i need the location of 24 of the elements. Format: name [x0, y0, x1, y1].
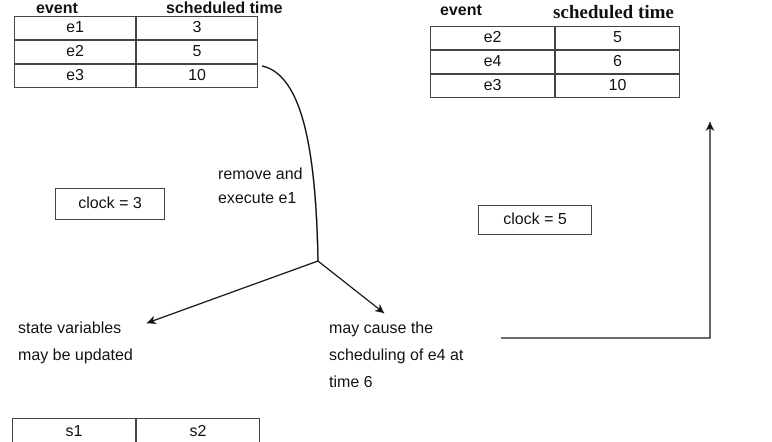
table-cell: e1	[14, 16, 136, 40]
table-cell: e2	[14, 40, 136, 64]
table-cell: 10	[555, 74, 680, 98]
table-cell: e2	[430, 26, 555, 50]
column-header: scheduled time	[166, 0, 282, 18]
arrow	[262, 65, 384, 314]
table-cell: 3	[136, 16, 258, 40]
note-text: state variables may be updated	[18, 315, 143, 369]
column-header: event	[36, 0, 78, 18]
column-header: scheduled time	[553, 2, 674, 24]
table-cell: e4	[430, 50, 555, 74]
table-cell: 5	[555, 26, 680, 50]
note-text: may cause the scheduling of e4 at time 6	[329, 315, 477, 396]
table-cell: 5	[136, 40, 258, 64]
column-header: event	[440, 2, 482, 20]
table-cell: e3	[14, 64, 136, 88]
table-cell: s1	[12, 418, 136, 442]
table-cell: e3	[430, 74, 555, 98]
clock-box: clock = 5	[478, 205, 592, 235]
clock-box: clock = 3	[55, 188, 165, 220]
table-cell: s2	[136, 418, 260, 442]
arrow	[501, 122, 714, 339]
table-cell: 10	[136, 64, 258, 88]
table-cell: 6	[555, 50, 680, 74]
